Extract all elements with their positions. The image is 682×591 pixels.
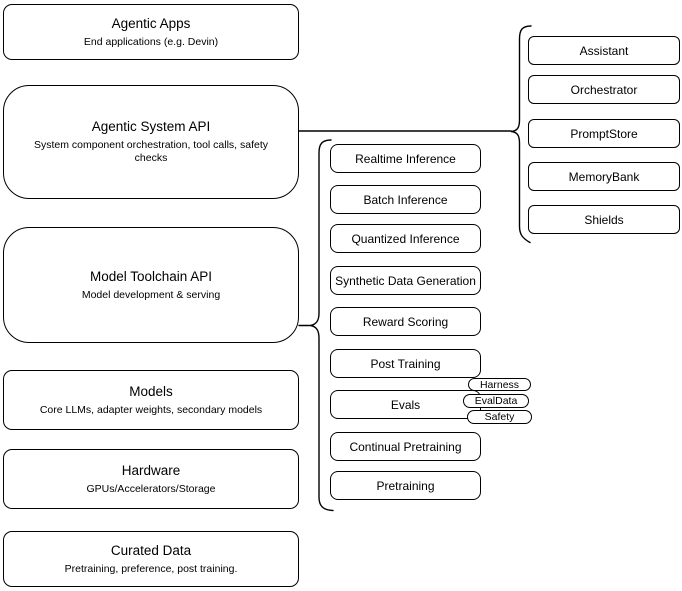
toolchain-item-continual-pretraining: Continual Pretraining bbox=[330, 432, 481, 461]
evals-tag-safety: Safety bbox=[467, 410, 532, 424]
node-model-toolchain-api-title: Model Toolchain API bbox=[89, 268, 213, 284]
toolchain-item-pretraining: Pretraining bbox=[330, 471, 481, 500]
system-component-orchestrator: Orchestrator bbox=[528, 75, 680, 104]
node-agentic-apps-subtitle: End applications (e.g. Devin) bbox=[83, 35, 219, 48]
node-model-toolchain-api-subtitle: Model development & serving bbox=[81, 288, 221, 301]
toolchain-item-quantized-inference: Quantized Inference bbox=[330, 224, 481, 253]
node-hardware-subtitle: GPUs/Accelerators/Storage bbox=[86, 482, 216, 495]
system-component-memorybank: MemoryBank bbox=[528, 162, 680, 191]
node-curated-data-title: Curated Data bbox=[110, 542, 192, 558]
evals-tag-harness: Harness bbox=[468, 378, 531, 391]
toolchain-item-realtime-inference: Realtime Inference bbox=[330, 144, 481, 173]
toolchain-item-batch-inference: Batch Inference bbox=[330, 185, 481, 214]
node-models-subtitle: Core LLMs, adapter weights, secondary mo… bbox=[39, 403, 263, 416]
node-model-toolchain-api: Model Toolchain API Model development & … bbox=[3, 227, 299, 343]
system-component-promptstore: PromptStore bbox=[528, 119, 680, 148]
node-models: Models Core LLMs, adapter weights, secon… bbox=[3, 370, 299, 430]
node-hardware-title: Hardware bbox=[121, 462, 181, 478]
node-curated-data: Curated Data Pretraining, preference, po… bbox=[3, 531, 299, 587]
toolchain-item-reward-scoring: Reward Scoring bbox=[330, 307, 481, 336]
node-agentic-apps: Agentic Apps End applications (e.g. Devi… bbox=[3, 4, 299, 60]
node-agentic-system-api-subtitle: System component orchestration, tool cal… bbox=[33, 139, 269, 164]
node-agentic-system-api-title: Agentic System API bbox=[91, 119, 211, 134]
system-component-shields: Shields bbox=[528, 205, 680, 234]
toolchain-item-synthetic-data-generation: Synthetic Data Generation bbox=[330, 266, 481, 295]
node-agentic-apps-title: Agentic Apps bbox=[111, 15, 191, 31]
node-curated-data-subtitle: Pretraining, preference, post training. bbox=[64, 562, 238, 575]
system-component-assistant: Assistant bbox=[528, 36, 680, 65]
node-hardware: Hardware GPUs/Accelerators/Storage bbox=[3, 449, 299, 509]
evals-tag-evaldata: EvalData bbox=[463, 394, 529, 408]
toolchain-item-post-training: Post Training bbox=[330, 349, 481, 378]
node-models-title: Models bbox=[129, 383, 173, 399]
toolchain-item-evals: Evals bbox=[330, 390, 481, 419]
node-agentic-system-api: Agentic System API System component orch… bbox=[3, 85, 299, 199]
